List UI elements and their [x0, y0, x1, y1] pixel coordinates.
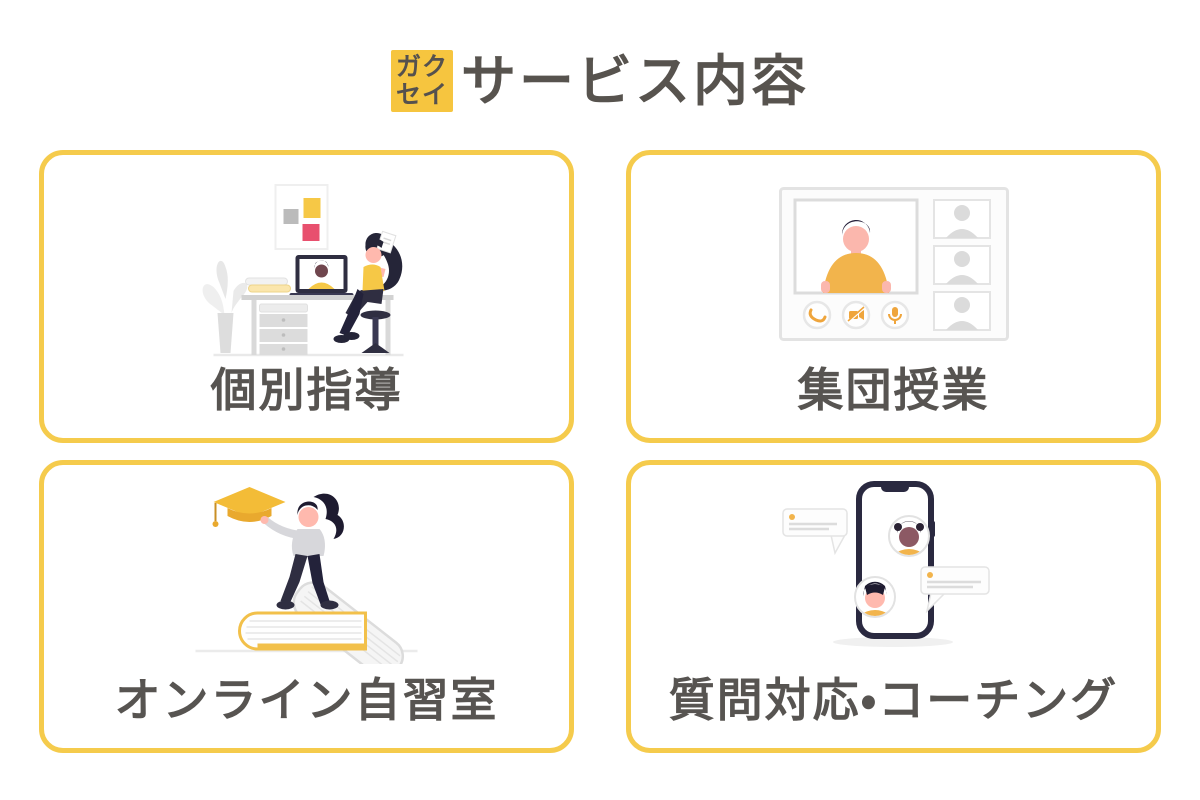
- graduation-cap-icon: [212, 487, 285, 527]
- page-title: サービス内容: [460, 49, 809, 112]
- camera-off-button-icon: [841, 300, 870, 330]
- service-card-online-study-room: オンライン自習室: [39, 460, 574, 753]
- group-video-class-illustration: [778, 187, 1009, 341]
- tutor-avatar: [887, 515, 930, 557]
- service-card-label: 個別指導: [210, 364, 403, 417]
- service-card-label: 集団授業: [797, 364, 990, 417]
- service-card-label: オンライン自習室: [114, 674, 499, 727]
- service-card-question-coaching: 質問対応・コーチング: [626, 460, 1161, 753]
- student-avatar: [853, 576, 896, 618]
- services-grid: 個別指導: [39, 150, 1161, 753]
- service-card-individual-tutoring: 個別指導: [39, 150, 574, 443]
- page-root: ガク セイ サービス内容: [0, 0, 1200, 753]
- chat-bubble-left: [781, 508, 848, 556]
- badge-line-1: ガク: [395, 53, 448, 81]
- online-tutoring-desk-illustration: [202, 184, 403, 357]
- service-card-group-lessons: 集団授業: [626, 150, 1161, 443]
- mic-button-icon: [880, 300, 909, 330]
- gakusei-badge: ガク セイ: [390, 50, 453, 112]
- call-button-icon: [802, 300, 831, 330]
- page-header: ガク セイ サービス内容: [0, 0, 1200, 112]
- student-on-books-illustration: [195, 487, 417, 664]
- chat-bubble-right: [919, 566, 990, 614]
- phone-chat-coaching-illustration: [781, 481, 990, 647]
- badge-line-2: セイ: [395, 81, 448, 109]
- service-card-label: 質問対応・コーチング: [668, 674, 1119, 727]
